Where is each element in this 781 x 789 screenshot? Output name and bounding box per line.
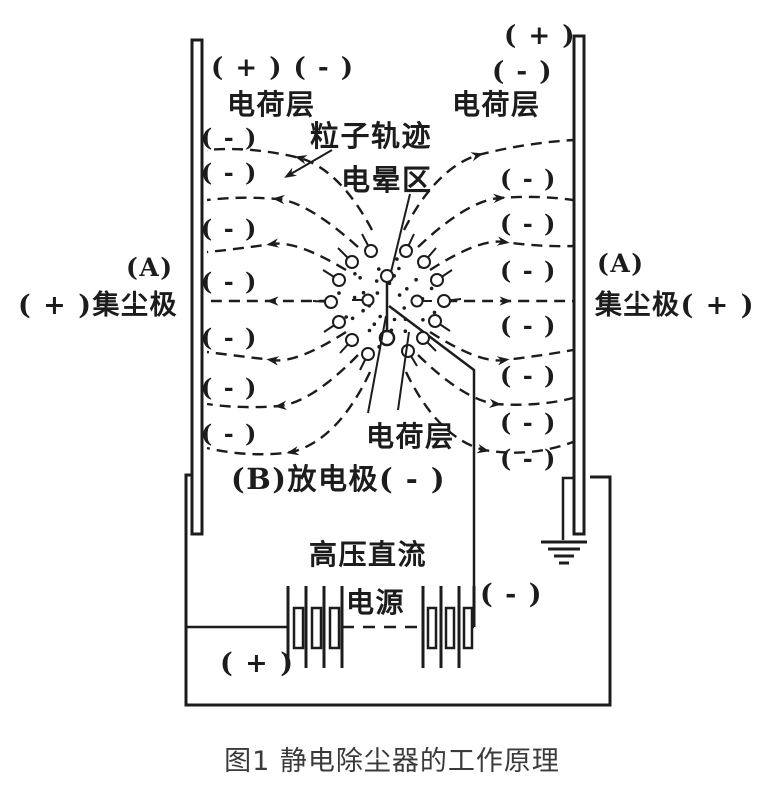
particle <box>323 315 346 333</box>
left-minus-mark: ( - ) <box>201 214 258 243</box>
left-minus-mark: ( - ) <box>201 158 258 187</box>
particle-trajectory-arrow <box>284 149 333 178</box>
right-collector-label: 集尘极( + ) <box>594 289 755 321</box>
particle <box>339 333 359 354</box>
corona-dot <box>421 318 425 322</box>
corona-dot <box>397 293 402 297</box>
right-collector-plate <box>572 34 586 536</box>
corona-dot <box>402 306 407 310</box>
corona-dot <box>429 286 434 291</box>
left-collector-a-label: (A) <box>126 253 174 282</box>
particle <box>410 294 432 308</box>
top-right-charge-layer-label: 电荷层 <box>452 88 541 121</box>
particle-trajectory-label: 粒子轨迹 <box>310 119 432 153</box>
particle <box>361 233 378 258</box>
left-minus-mark: ( - ) <box>201 267 258 296</box>
corona-dot <box>352 295 357 300</box>
corona-dot <box>403 329 408 334</box>
battery-right-icon <box>421 586 476 668</box>
left-minus-mark: ( - ) <box>201 419 258 448</box>
corona-dot <box>367 328 372 333</box>
charge-layer-leader-1 <box>367 315 387 414</box>
corona-dot <box>361 308 365 313</box>
particle <box>312 295 338 309</box>
top-right-minus-label: ( - ) <box>492 57 553 87</box>
corona-dot <box>378 314 383 319</box>
corona-dot <box>395 257 399 261</box>
particle <box>322 269 346 287</box>
corona-dot <box>374 279 379 283</box>
corona-dot <box>353 272 357 276</box>
particle <box>428 314 451 332</box>
particle <box>359 347 375 371</box>
hv-dc-label-line2: 电源 <box>346 586 405 619</box>
corona-dot <box>361 290 366 295</box>
corona-dot <box>392 317 397 322</box>
particle <box>337 247 359 269</box>
left-collector-label: ( + )集尘极 <box>18 289 178 321</box>
left-minus-mark: ( - ) <box>201 323 258 352</box>
corona-dot <box>344 315 349 319</box>
particle <box>437 294 462 308</box>
charged-particles <box>312 233 462 371</box>
charge-layer-leader-2 <box>397 331 410 411</box>
corona-dot <box>414 277 418 282</box>
right-collector-a-label: (A) <box>597 249 645 278</box>
corona-region-label: 电晕区 <box>341 163 433 197</box>
particle <box>417 247 437 269</box>
labels: ( + ) ( - ) 电荷层 ( + ) ( - ) 电荷层 粒子轨迹 电晕区… <box>18 21 755 777</box>
center-charge-layer-label: 电荷层 <box>366 420 455 453</box>
top-left-charge-layer-label: 电荷层 <box>227 88 316 121</box>
left-minus-mark: ( - ) <box>201 123 258 152</box>
corona-dot <box>403 317 408 322</box>
field-lines-left <box>206 147 374 456</box>
corona-dot <box>432 310 437 315</box>
discharge-electrode-icon <box>378 269 396 347</box>
battery-left-icon <box>286 586 344 668</box>
corona-dot <box>405 287 409 291</box>
corona-dot <box>350 316 355 321</box>
corona-dot <box>337 291 341 295</box>
left-minus-mark: ( - ) <box>201 373 258 402</box>
right-minus-mark: ( - ) <box>500 256 557 285</box>
corona-dot <box>372 322 377 327</box>
particle <box>352 293 375 307</box>
right-minus-mark: ( - ) <box>500 361 557 390</box>
supply-plus-label: ( + ) <box>220 648 294 679</box>
hv-dc-label-line1: 高压直流 <box>309 538 427 571</box>
top-left-polarity-label: ( + ) ( - ) <box>211 53 355 83</box>
right-minus-mark: ( - ) <box>500 408 557 437</box>
top-right-plus-label: ( + ) <box>504 21 576 51</box>
particle <box>399 233 415 258</box>
corona-dot <box>358 276 362 280</box>
corona-dot <box>375 291 380 295</box>
discharge-electrode-label: (B)放电极( - ) <box>231 462 446 496</box>
supply-minus-label: ( - ) <box>480 579 543 610</box>
leader-lines <box>284 149 411 414</box>
figure-caption: 图1 静电除尘器的工作原理 <box>224 746 560 777</box>
ground-icon <box>541 540 587 565</box>
corona-leader <box>390 193 411 273</box>
field-lines-right <box>402 138 574 454</box>
right-minus-mark: ( - ) <box>500 209 557 238</box>
right-minus-mark: ( - ) <box>500 444 557 473</box>
particle <box>416 331 437 352</box>
right-minus-mark: ( - ) <box>500 164 557 193</box>
particle <box>430 269 453 287</box>
corona-dot <box>397 266 401 271</box>
right-minus-mark: ( - ) <box>500 311 557 340</box>
left-collector-plate <box>190 38 204 536</box>
corona-dot <box>377 267 381 271</box>
